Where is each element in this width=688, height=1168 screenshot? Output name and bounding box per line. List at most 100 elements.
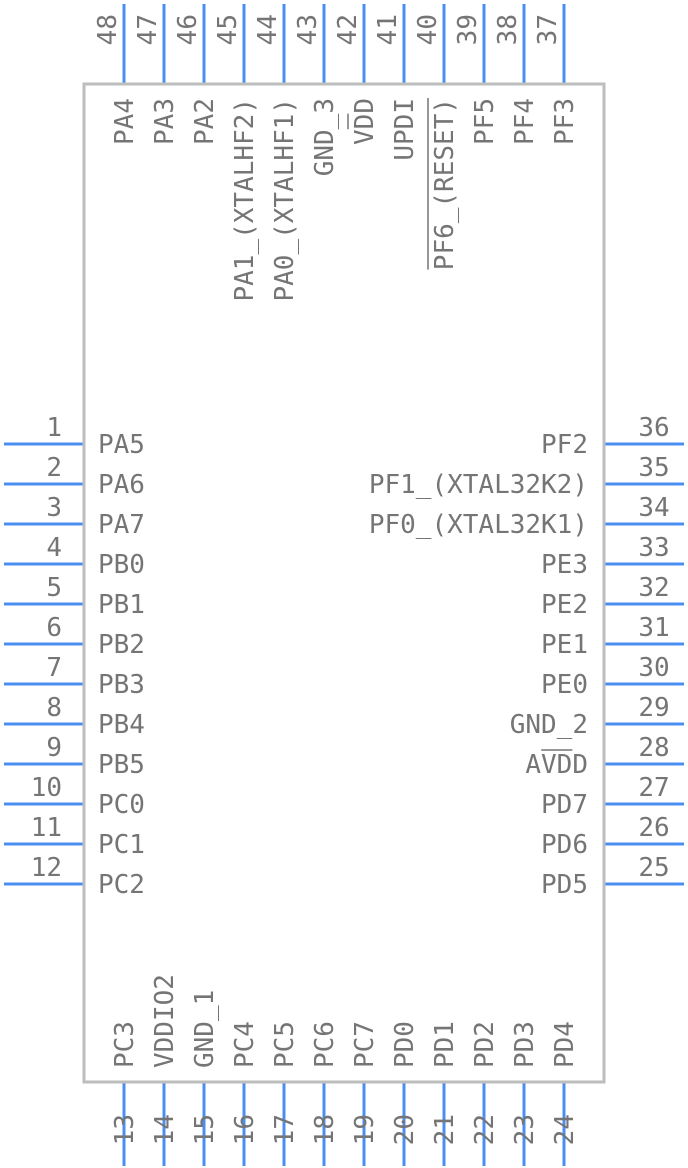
pin-31-label: PE1 bbox=[541, 630, 588, 660]
pin-5-label: PB1 bbox=[98, 590, 145, 620]
pin-18-label: PC6 bbox=[310, 1021, 340, 1068]
pin-12-label: PC2 bbox=[98, 870, 145, 900]
pin-21-label: PD1 bbox=[430, 1021, 460, 1068]
pin-28-label: AVDD bbox=[525, 750, 588, 780]
pin-5-number: 5 bbox=[46, 573, 62, 603]
pin-1-label: PA5 bbox=[98, 430, 145, 460]
pin-39-number: 39 bbox=[453, 14, 483, 45]
pin-46-number: 46 bbox=[173, 14, 203, 45]
pin-30-label: PE0 bbox=[541, 670, 588, 700]
pin-24-number: 24 bbox=[550, 1114, 580, 1145]
pin-16-label: PC4 bbox=[230, 1021, 260, 1068]
chip-body bbox=[82, 82, 606, 1084]
pin-27-number: 27 bbox=[638, 773, 669, 803]
pin-20-number: 20 bbox=[390, 1114, 420, 1145]
pin-27-label: PD7 bbox=[541, 790, 588, 820]
pin-44-number: 44 bbox=[253, 14, 283, 45]
pin-41-number: 41 bbox=[373, 14, 403, 45]
pin-14-number: 14 bbox=[150, 1114, 180, 1145]
pin-40-label: PF6_(RESET) bbox=[430, 98, 460, 270]
pin-25-label: PD5 bbox=[541, 870, 588, 900]
pin-48-number: 48 bbox=[93, 14, 123, 45]
pin-13-label: PC3 bbox=[110, 1021, 140, 1068]
pin-48-label: PA4 bbox=[110, 98, 140, 145]
pin-17-number: 17 bbox=[270, 1114, 300, 1145]
pin-7-number: 7 bbox=[46, 653, 62, 683]
pin-25-number: 25 bbox=[638, 853, 669, 883]
pin-32-label: PE2 bbox=[541, 590, 588, 620]
pin-41-label: UPDI bbox=[390, 98, 420, 161]
pin-46-label: PA2 bbox=[190, 98, 220, 145]
pin-36-label: PF2 bbox=[541, 430, 588, 460]
pin-22-number: 22 bbox=[470, 1114, 500, 1145]
pin-2-label: PA6 bbox=[98, 470, 145, 500]
pin-21-number: 21 bbox=[430, 1114, 460, 1145]
pin-31-number: 31 bbox=[638, 613, 669, 643]
pin-24-label: PD4 bbox=[550, 1021, 580, 1068]
pin-14-label: VDDIO2 bbox=[150, 974, 180, 1068]
pin-10-number: 10 bbox=[31, 773, 62, 803]
pin-11-label: PC1 bbox=[98, 830, 145, 860]
pin-23-number: 23 bbox=[510, 1114, 540, 1145]
pin-33-number: 33 bbox=[638, 533, 669, 563]
pin-30-number: 30 bbox=[638, 653, 669, 683]
pin-19-label: PC7 bbox=[350, 1021, 380, 1068]
pin-29-number: 29 bbox=[638, 693, 669, 723]
pin-45-number: 45 bbox=[213, 14, 243, 45]
pin-38-label: PF4 bbox=[510, 98, 540, 145]
pin-12-number: 12 bbox=[31, 853, 62, 883]
pin-15-label: GND_1 bbox=[190, 990, 220, 1068]
pin-9-number: 9 bbox=[46, 733, 62, 763]
pin-45-label: PA1_(XTALHF2) bbox=[230, 98, 260, 302]
pin-15-number: 15 bbox=[190, 1114, 220, 1145]
pin-19-number: 19 bbox=[350, 1114, 380, 1145]
pin-8-number: 8 bbox=[46, 693, 62, 723]
pin-28-number: 28 bbox=[638, 733, 669, 763]
pin-39-label: PF5 bbox=[470, 98, 500, 145]
pin-42-label: VDD bbox=[350, 98, 380, 145]
pin-18-number: 18 bbox=[310, 1114, 340, 1145]
pin-6-label: PB2 bbox=[98, 630, 145, 660]
pin-44-label: PA0_(XTALHF1) bbox=[270, 98, 300, 302]
pin-37-label: PF3 bbox=[550, 98, 580, 145]
pin-42-number: 42 bbox=[333, 14, 363, 45]
pin-3-number: 3 bbox=[46, 493, 62, 523]
pin-17-label: PC5 bbox=[270, 1021, 300, 1068]
pin-10-label: PC0 bbox=[98, 790, 145, 820]
pin-35-label: PF1_(XTAL32K2) bbox=[369, 470, 588, 500]
pin-47-label: PA3 bbox=[150, 98, 180, 145]
pins-layer bbox=[4, 4, 684, 1166]
pin-7-label: PB3 bbox=[98, 670, 145, 700]
pin-43-number: 43 bbox=[293, 14, 323, 45]
pin-22-label: PD2 bbox=[470, 1021, 500, 1068]
pin-37-number: 37 bbox=[533, 14, 563, 45]
pin-26-number: 26 bbox=[638, 813, 669, 843]
pin-43-label: GND_3 bbox=[310, 98, 340, 176]
pin-35-number: 35 bbox=[638, 453, 669, 483]
pin-4-number: 4 bbox=[46, 533, 62, 563]
pin-36-number: 36 bbox=[638, 413, 669, 443]
pin-13-number: 13 bbox=[110, 1114, 140, 1145]
pin-20-label: PD0 bbox=[390, 1021, 420, 1068]
pin-4-label: PB0 bbox=[98, 550, 145, 580]
pin-9-label: PB5 bbox=[98, 750, 145, 780]
pin-33-label: PE3 bbox=[541, 550, 588, 580]
pin-34-label: PF0_(XTAL32K1) bbox=[369, 510, 588, 540]
pin-23-label: PD3 bbox=[510, 1021, 540, 1068]
pin-8-label: PB4 bbox=[98, 710, 145, 740]
pin-38-number: 38 bbox=[493, 14, 523, 45]
pin-6-number: 6 bbox=[46, 613, 62, 643]
pin-16-number: 16 bbox=[230, 1114, 260, 1145]
pin-11-number: 11 bbox=[31, 813, 62, 843]
pin-2-number: 2 bbox=[46, 453, 62, 483]
pin-32-number: 32 bbox=[638, 573, 669, 603]
pin-47-number: 47 bbox=[133, 14, 163, 45]
pin-3-label: PA7 bbox=[98, 510, 145, 540]
pin-29-label: GND_2 bbox=[510, 710, 588, 740]
pin-26-label: PD6 bbox=[541, 830, 588, 860]
pin-40-number: 40 bbox=[413, 14, 443, 45]
pin-1-number: 1 bbox=[46, 413, 62, 443]
